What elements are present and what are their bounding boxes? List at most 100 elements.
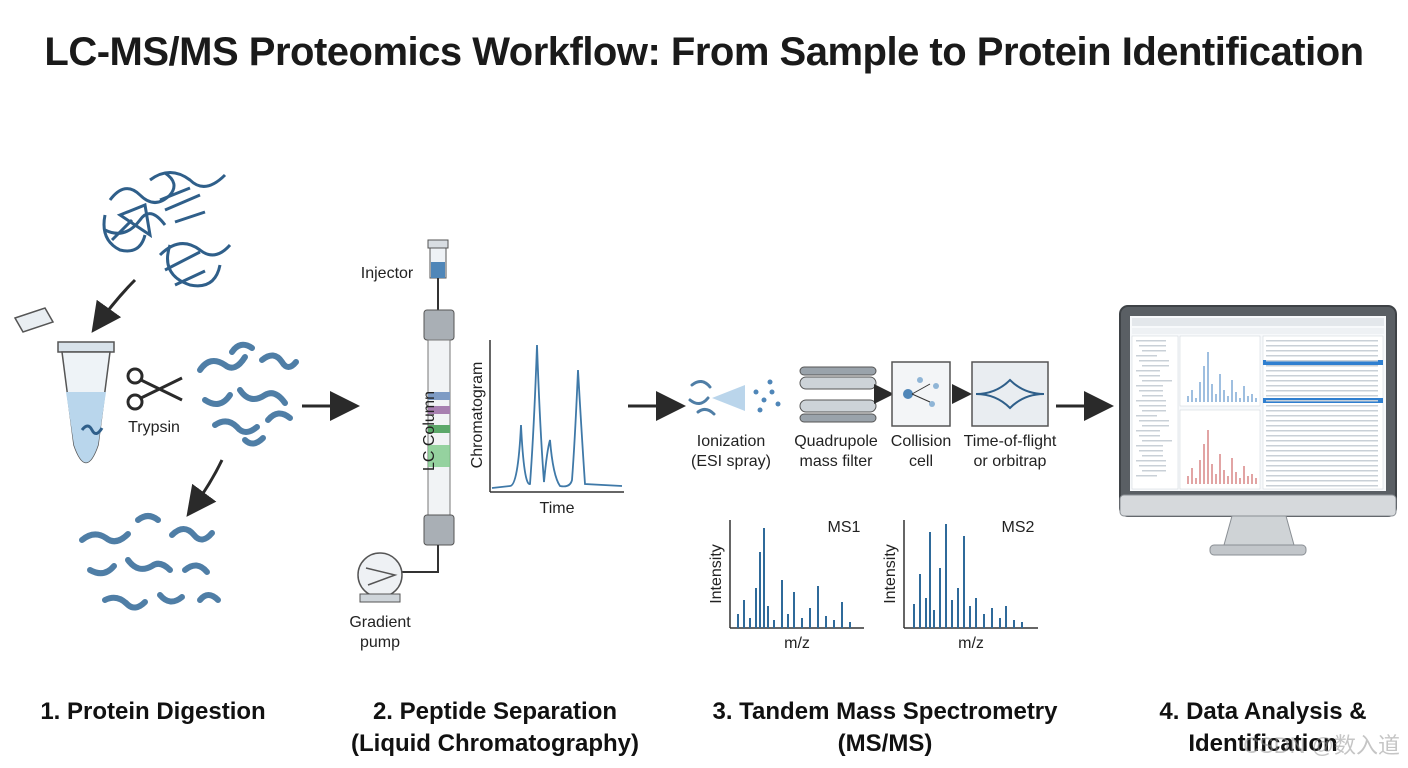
screen-table-row <box>1266 345 1378 347</box>
screen-table-row <box>1266 420 1378 422</box>
step3-title: 3. Tandem Mass Spectrometry (MS/MS) <box>690 696 1080 760</box>
arrow-proteins-to-tube <box>91 278 137 333</box>
screen-table-row <box>1266 485 1378 487</box>
analyzer-icon <box>971 361 1049 427</box>
ms1-spectrum <box>729 520 864 629</box>
screen-table-row <box>1266 470 1378 472</box>
screen-tree-item <box>1142 380 1172 382</box>
screen-tree-item <box>1136 445 1163 447</box>
screen-table-row <box>1266 365 1378 367</box>
ms2-mz-label: m/z <box>958 635 984 652</box>
screen-tree-item <box>1139 405 1166 407</box>
collision-cell-label: Collision cell <box>881 432 961 472</box>
screen-tree-item <box>1136 400 1166 402</box>
screen-tree-item <box>1142 395 1163 397</box>
screen-table-row <box>1266 340 1378 342</box>
step2-title-line2: (Liquid Chromatography) <box>351 730 639 757</box>
ms1-label: MS1 <box>828 519 861 536</box>
screen-table-row <box>1266 410 1378 412</box>
screen-tree-item <box>1136 415 1157 417</box>
watermark: CSDN @数入道 <box>1243 733 1400 758</box>
screen-tree-item <box>1139 360 1169 362</box>
screen-tree-item <box>1142 365 1169 367</box>
ms1-intensity-label: Intensity <box>708 544 725 604</box>
screen-table-row <box>1266 430 1378 432</box>
screen-table-row <box>1266 350 1378 352</box>
screen-tree-item <box>1136 355 1157 357</box>
ms2-intensity-label: Intensity <box>882 544 899 604</box>
screen-tree-item <box>1139 450 1163 452</box>
screen-tree-item <box>1139 420 1169 422</box>
ionization-label-line1: Ionization <box>696 433 766 450</box>
monitor-icon <box>1119 305 1397 556</box>
digested-peptides-icon <box>79 513 221 611</box>
lc-column-label: LC Column <box>421 390 438 472</box>
screen-table-row <box>1266 425 1378 427</box>
quadrupole-label-line2: mass filter <box>799 453 873 470</box>
gradient-pump-label-line1: Gradient <box>349 614 411 631</box>
collision-cell-icon <box>891 361 951 427</box>
analyzer-label-line1: Time-of-flight <box>963 433 1057 450</box>
injector-label: Injector <box>361 265 414 282</box>
screen-table-row <box>1266 370 1378 372</box>
screen-tree-item <box>1142 425 1169 427</box>
screen-table-row <box>1266 445 1378 447</box>
screen-table-row <box>1266 455 1378 457</box>
gradient-pump-label-line2: pump <box>359 634 401 651</box>
screen-table-row <box>1266 400 1378 402</box>
arrow-digest-down <box>186 459 224 517</box>
injector-syringe-icon <box>427 239 449 310</box>
screen-table-row <box>1266 385 1378 387</box>
screen-tree-item <box>1139 390 1163 392</box>
chromatogram-label: Chromatogram <box>469 361 486 469</box>
screen-table-row <box>1266 450 1378 452</box>
sample-tube-icon <box>13 307 115 464</box>
step4-title: 4. Data Analysis & Identification <box>1120 696 1406 760</box>
lc-column-icon <box>423 309 455 546</box>
collision-cell-label-line1: Collision <box>890 433 952 450</box>
screen-tree-item <box>1136 385 1163 387</box>
protein-structures-icon <box>102 171 232 288</box>
screen-table-row <box>1266 415 1378 417</box>
screen-tree-item <box>1142 470 1166 472</box>
ms1-mz-label: m/z <box>784 635 810 652</box>
step4-title-line2: Identification <box>1188 730 1338 757</box>
ionization-label-line2: (ESI spray) <box>690 453 771 470</box>
screen-tree-item <box>1136 460 1166 462</box>
screen-tree-item <box>1136 340 1166 342</box>
screen-tree-item <box>1142 410 1166 412</box>
collision-cell-label-line2: cell <box>908 453 933 470</box>
scissors-icon <box>126 367 183 411</box>
quadrupole-label-line1: Quadrupole <box>794 433 878 450</box>
step2-title-line1: 2. Peptide Separation <box>372 698 618 725</box>
screen-tree-item <box>1142 350 1166 352</box>
screen-table-row <box>1266 435 1378 437</box>
esi-spray-icon <box>688 379 781 416</box>
screen-tree-item <box>1139 435 1160 437</box>
screen-tree-item <box>1142 440 1172 442</box>
ionization-label: Ionization (ESI spray) <box>681 432 781 472</box>
screen-tree-item <box>1136 430 1160 432</box>
gradient-pump-label: Gradient pump <box>340 613 420 653</box>
screen-table-row <box>1266 355 1378 357</box>
screen-table-row <box>1266 375 1378 377</box>
screen-tree-item <box>1139 465 1166 467</box>
screen-table-row <box>1266 440 1378 442</box>
screen-table-row <box>1266 465 1378 467</box>
peptide-fragments-icon <box>197 341 299 447</box>
analyzer-label: Time-of-flight or orbitrap <box>955 432 1065 472</box>
step2-title: 2. Peptide Separation (Liquid Chromatogr… <box>330 696 660 760</box>
gradient-pump-icon <box>357 545 439 603</box>
step4-title-line1: 4. Data Analysis & <box>1159 698 1367 725</box>
screen-table-row <box>1266 405 1378 407</box>
screen-tree-item <box>1136 370 1160 372</box>
chromatogram-plot <box>489 340 624 493</box>
ms2-label: MS2 <box>1002 519 1035 536</box>
quadrupole-label: Quadrupole mass filter <box>786 432 886 472</box>
screen-table-row <box>1266 395 1378 397</box>
screen-table-row <box>1266 480 1378 482</box>
step1-title: 1. Protein Digestion <box>40 698 266 725</box>
step3-title-line2: (MS/MS) <box>837 730 933 757</box>
time-label: Time <box>540 500 575 517</box>
